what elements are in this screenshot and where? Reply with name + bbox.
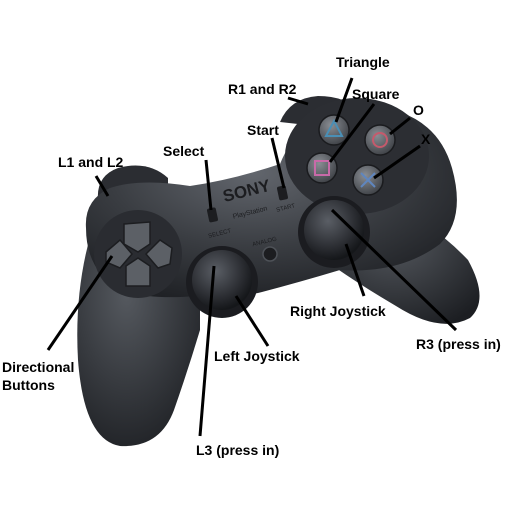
start-leader-line (270, 137, 286, 189)
leader-lines (46, 77, 458, 437)
triangle-symbol-icon (324, 118, 344, 137)
dpad-up-button[interactable] (123, 221, 151, 253)
dpad-right-button[interactable] (144, 239, 173, 269)
cross-symbol-icon (360, 172, 376, 188)
r3-leader-line (330, 208, 458, 332)
select-label: Select (163, 143, 205, 159)
l3-label: L3 (press in) (196, 442, 280, 458)
square-leader-line (328, 103, 376, 163)
square-symbol-icon (314, 160, 330, 176)
select-text: SELECT (208, 228, 232, 240)
select-button[interactable] (207, 207, 219, 223)
left-joystick[interactable] (192, 250, 252, 310)
right-joystick[interactable] (304, 200, 364, 260)
dpad-well (94, 210, 182, 298)
l1-l2-leader-line (94, 175, 110, 197)
start-text: START (276, 203, 296, 214)
triangle-label: Triangle (336, 54, 390, 70)
r1-r2-leader-line (287, 96, 309, 106)
cross-leader-line (373, 144, 421, 180)
directional-buttons[interactable] (105, 221, 173, 287)
square-label: Square (352, 86, 400, 102)
circle-label: O (413, 102, 424, 118)
dpad-left-button[interactable] (105, 238, 133, 269)
analog-text: ANALOG (252, 236, 278, 248)
circle-symbol-icon (372, 132, 388, 148)
triangle-leader-line (334, 77, 354, 123)
left-joystick-leader-line (234, 295, 270, 347)
l3-leader-line (198, 265, 216, 437)
select-leader-line (204, 159, 213, 211)
directional-leader-line (46, 255, 114, 351)
circle-leader-line (389, 116, 411, 136)
left-joystick-label: Left Joystick (214, 348, 300, 364)
right-joystick-label: Right Joystick (290, 303, 386, 319)
start-label: Start (247, 122, 279, 138)
circle-button[interactable] (364, 124, 396, 156)
analog-button[interactable] (262, 246, 278, 262)
r3-label: R3 (press in) (416, 336, 501, 352)
right-joystick-leader-line (344, 243, 366, 297)
directional-label: Directional Buttons (2, 359, 75, 393)
triangle-button[interactable] (318, 114, 350, 146)
dpad-down-button[interactable] (125, 257, 151, 287)
start-button[interactable] (277, 185, 289, 201)
l1-l2-label: L1 and L2 (58, 154, 124, 170)
cross-label: X (421, 131, 431, 147)
r1-r2-label: R1 and R2 (228, 81, 297, 97)
